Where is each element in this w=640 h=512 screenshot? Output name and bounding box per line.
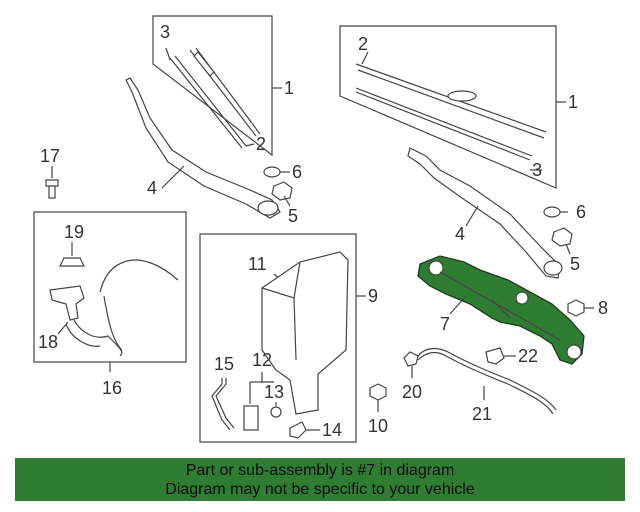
callout-4-right: 4 [455,224,465,244]
callout-17: 17 [40,146,60,166]
callout-5-left: 5 [288,206,298,226]
callout-19: 19 [64,222,84,242]
callout-6-right: 6 [576,202,586,222]
callout-5-right: 5 [570,254,580,274]
callout-2-right: 2 [358,34,368,54]
callout-2-left: 2 [256,134,266,154]
level-sensor-14 [289,421,307,439]
callout-22: 22 [518,346,538,366]
callout-7: 7 [440,314,450,334]
callout-21: 21 [472,404,492,424]
bolt-8 [567,299,585,317]
pivot-cap-left [263,166,281,178]
grommet-13 [270,406,282,418]
info-banner: Part or sub-assembly is #7 in diagram Di… [15,458,625,501]
callout-11: 11 [248,254,267,274]
pivot-cap-right [543,206,561,218]
callout-18: 18 [38,332,58,352]
callout-1-right: 1 [568,92,578,112]
right-wiper-arm [407,147,563,279]
wiper-linkage-7-highlighted [417,255,585,365]
left-wiper-arm [125,77,281,219]
callout-3-right: 3 [532,160,542,180]
callout-13: 13 [264,382,284,402]
box-9 [199,233,357,443]
filler-neck [49,285,85,321]
bolt-10 [369,383,387,401]
callout-8: 8 [598,298,608,318]
hose-connector-20 [403,351,419,367]
pivot-nut-right [551,227,573,247]
callout-20: 20 [402,382,422,402]
callout-1-left: 1 [284,78,294,98]
washer-reservoir [261,251,349,415]
callout-16: 16 [102,378,122,398]
callout-4-left: 4 [147,178,157,198]
washer-hose-21 [417,347,557,411]
callout-6-left: 6 [292,162,302,182]
pivot-nut-left [271,181,293,201]
clip-22 [485,347,505,365]
callout-15: 15 [214,354,234,374]
callout-12: 12 [252,350,272,370]
filler-cap-19 [59,257,85,267]
banner-line-2: Diagram may not be specific to your vehi… [165,481,475,498]
left-blade-group [152,15,282,157]
banner-line-1: Part or sub-assembly is #7 in diagram [185,462,455,479]
callout-3-left: 3 [160,22,170,42]
bolt-17 [45,179,59,187]
parts-diagram: 3 1 2 4 6 5 2 1 3 4 6 5 17 [33,15,608,443]
callout-14: 14 [322,420,342,440]
right-blade-group [339,25,566,189]
callout-10: 10 [368,416,388,436]
washer-pump-12 [243,405,259,431]
callout-9: 9 [368,286,378,306]
